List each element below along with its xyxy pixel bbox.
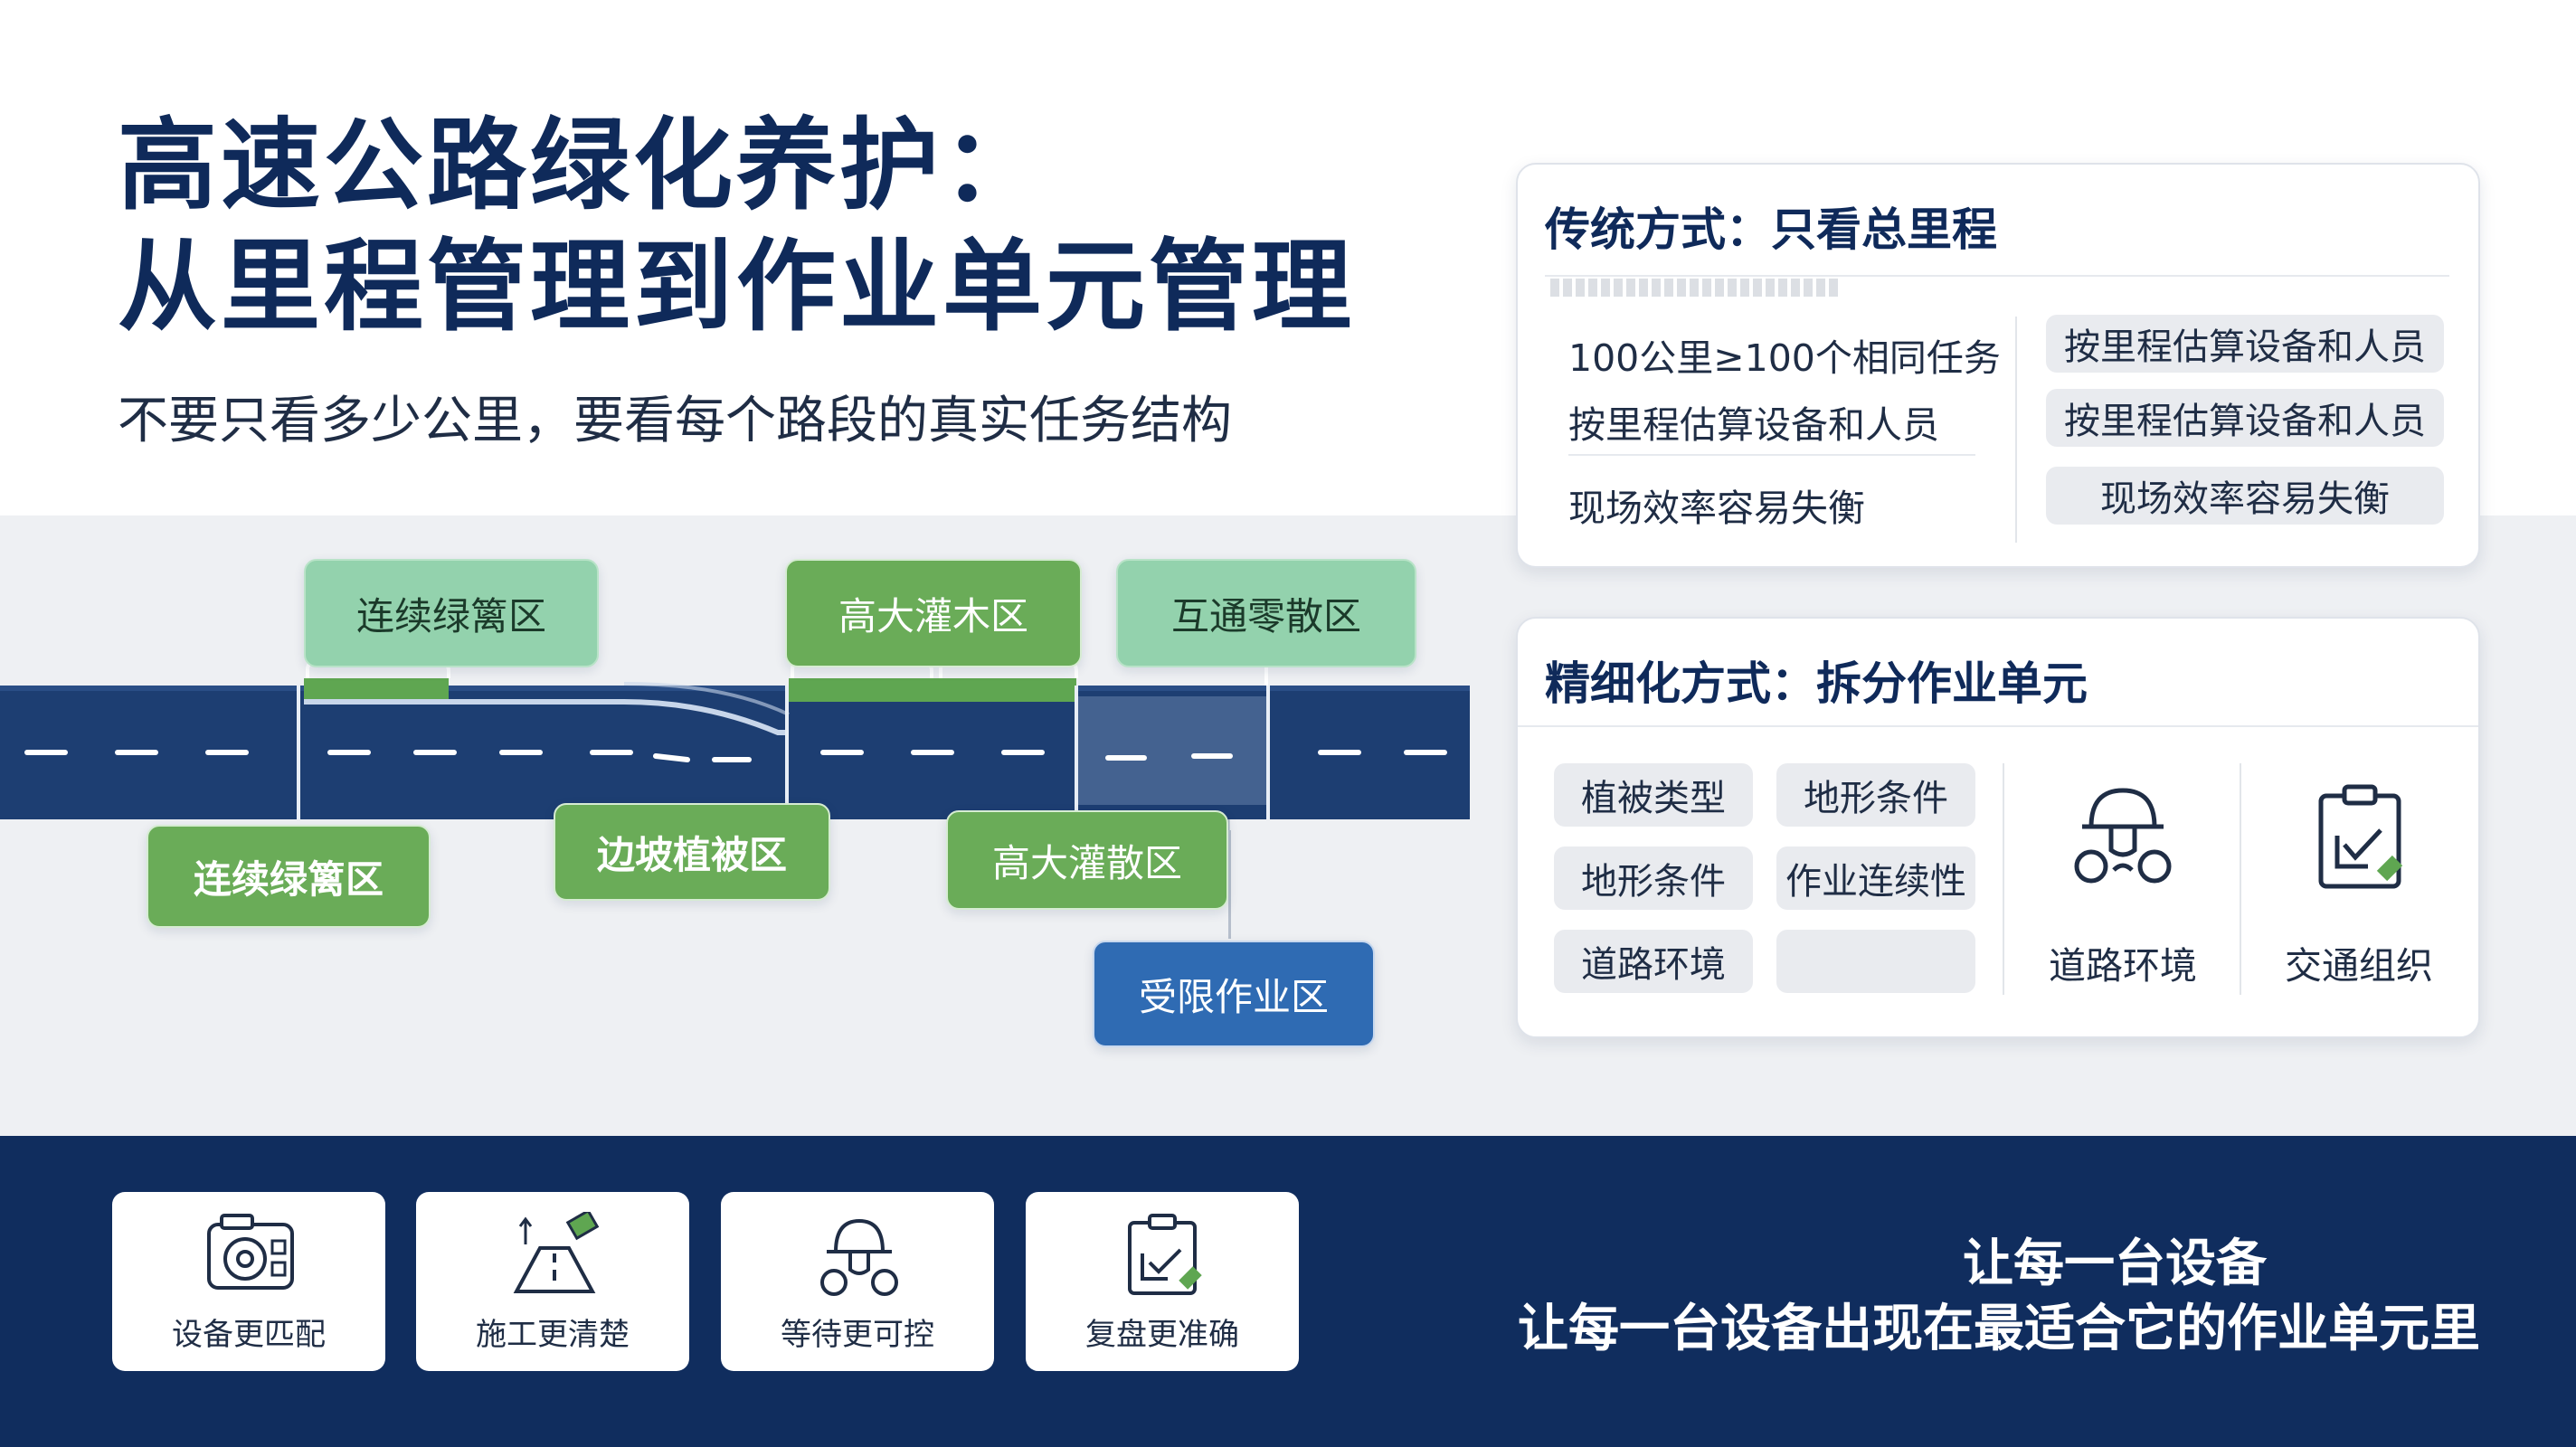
verge-green-1: [304, 678, 449, 702]
benefit-label-construction: 施工更清楚: [476, 1317, 630, 1353]
refined-pill-terrain-2: 地形条件: [1554, 846, 1753, 910]
traditional-item-2: 按里程估算设备和人员: [1568, 403, 1939, 447]
road-icon: [513, 1212, 600, 1293]
refined-card: 精细化方式：拆分作业单元 植被类型 地形条件 地形条件 作业连续性 道路环境 道…: [1516, 617, 2480, 1038]
page-title-line2: 从里程管理到作业单元管理: [118, 229, 1355, 345]
zone-label-tall-shrub: 高大灌木区: [785, 559, 1082, 667]
refined-icon-label-road-env: 道路环境: [2049, 944, 2197, 988]
traditional-card: 传统方式：只看总里程 100公里≥100个相同任务 按里程估算设备和人员 现场效…: [1516, 163, 2480, 568]
verge-green-2: [789, 678, 1076, 702]
benefit-card-equipment: 设备更匹配: [112, 1192, 385, 1371]
benefit-card-construction: 施工更清楚: [416, 1192, 689, 1371]
traditional-pill-2: 按里程估算设备和人员: [2046, 389, 2444, 447]
traditional-pill-1: 按里程估算设备和人员: [2046, 315, 2444, 373]
refined-pill-empty: [1776, 930, 1975, 993]
refined-pill-terrain-1: 地形条件: [1776, 763, 1975, 827]
clipboard-icon: [2318, 784, 2403, 889]
refined-pill-road-env: 道路环境: [1554, 930, 1753, 993]
refined-pill-continuity: 作业连续性: [1776, 846, 1975, 910]
slogan-line2: 让每一台设备出现在最适合它的作业单元里: [1518, 1300, 2480, 1358]
connector-line: [1228, 830, 1231, 939]
worker-icon: [2074, 788, 2172, 884]
zone-label-restricted: 受限作业区: [1093, 941, 1375, 1047]
faint-text-strip: [1550, 279, 1840, 297]
zone-label-continuous-hedge-bottom: 连续绿篱区: [147, 825, 431, 928]
benefit-label-review: 复盘更准确: [1085, 1317, 1239, 1353]
clipboard-icon: [1128, 1214, 1202, 1295]
zone-label-tall-scattered: 高大灌散区: [946, 810, 1228, 910]
zone-label-slope: 边坡植被区: [554, 803, 830, 901]
refined-icon-label-traffic: 交通组织: [2285, 944, 2433, 988]
benefit-label-waiting: 等待更可控: [781, 1317, 934, 1353]
benefit-card-waiting: 等待更可控: [721, 1192, 994, 1371]
traditional-pill-3: 现场效率容易失衡: [2046, 467, 2444, 525]
refined-title: 精细化方式：拆分作业单元: [1545, 657, 2088, 710]
lane-dashes: [24, 750, 1447, 762]
slogan-line1: 让每一台设备: [1963, 1234, 2267, 1293]
traditional-item-1: 100公里≥100个相同任务: [1568, 336, 2001, 380]
traditional-item-3: 现场效率容易失衡: [1568, 487, 1865, 530]
traditional-title: 传统方式：只看总里程: [1545, 203, 1997, 256]
benefit-card-review: 复盘更准确: [1026, 1192, 1299, 1371]
road-diagram: [0, 660, 1470, 830]
page-subtitle: 不要只看多少公里，要看每个路段的真实任务结构: [118, 392, 1232, 450]
benefit-label-equipment: 设备更匹配: [172, 1317, 326, 1353]
worker-icon: [820, 1218, 898, 1296]
refined-pill-vegetation: 植被类型: [1554, 763, 1753, 827]
page-title-line1: 高速公路绿化养护：: [118, 108, 1046, 223]
zone-label-continuous-hedge-top: 连续绿篱区: [304, 559, 599, 667]
equipment-icon: [207, 1214, 294, 1290]
zone-label-interchange: 互通零散区: [1116, 559, 1416, 667]
